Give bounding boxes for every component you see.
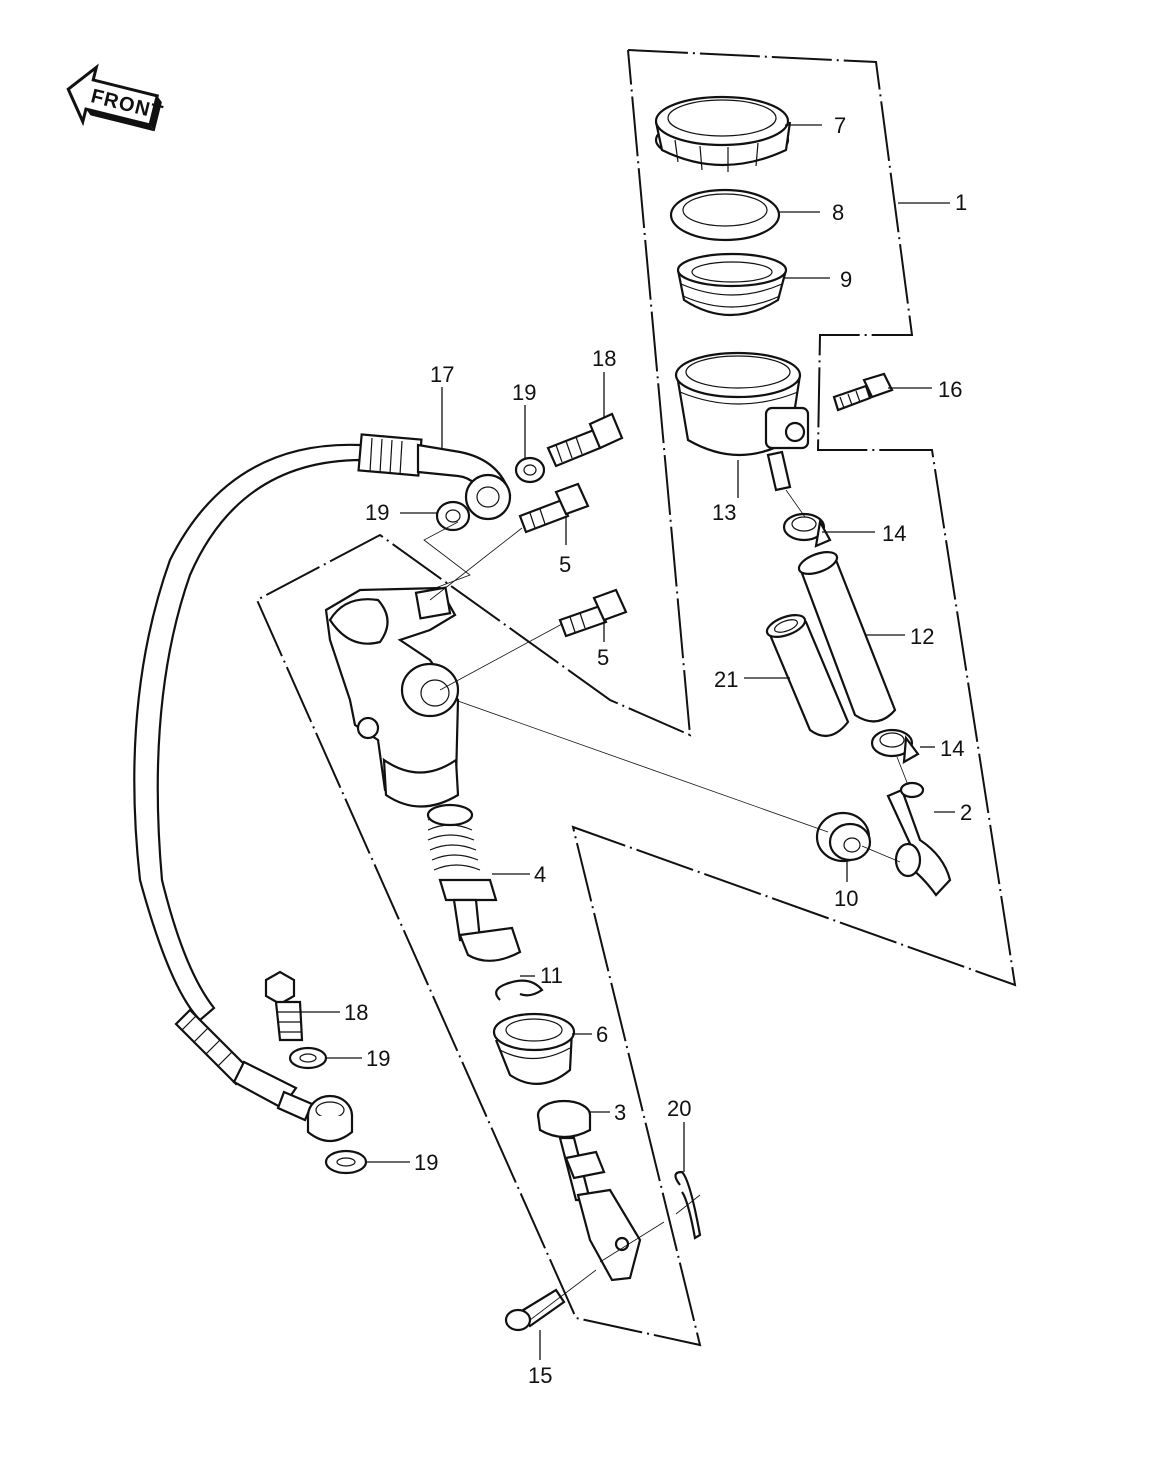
hose-clamp-lower [870, 728, 920, 764]
reservoir-bolt [832, 372, 894, 412]
callout-5a: 5 [559, 552, 571, 577]
reservoir [674, 351, 810, 492]
callout-19c: 19 [366, 1046, 390, 1071]
callout-13: 13 [712, 500, 736, 525]
callout-10: 10 [834, 886, 858, 911]
callout-15: 15 [528, 1363, 552, 1388]
washer-d [324, 1149, 368, 1175]
assembly-outline-upper [255, 49, 1017, 1347]
callout-19b: 19 [365, 500, 389, 525]
callout-12: 12 [910, 624, 934, 649]
alternate-hose [765, 614, 850, 738]
callout-5b: 5 [597, 645, 609, 670]
mounting-bolt-upper [518, 482, 590, 534]
push-rod [536, 1099, 642, 1282]
washer-b [435, 500, 471, 532]
reservoir-cap [654, 95, 792, 172]
washer-c [288, 1046, 328, 1070]
callout-11: 11 [540, 963, 563, 988]
master-cylinder-body [324, 586, 460, 808]
callout-4: 4 [534, 862, 546, 887]
callout-20: 20 [667, 1096, 691, 1121]
hose-fitting [886, 781, 952, 897]
callout-16: 16 [938, 377, 962, 402]
callout-9: 9 [840, 267, 852, 292]
callout-6: 6 [596, 1022, 608, 1047]
washer-a [514, 456, 546, 484]
hose-clamp-upper [782, 512, 832, 548]
callout-19a: 19 [512, 380, 536, 405]
callout-7: 7 [834, 113, 846, 138]
diaphragm-plate [669, 188, 781, 242]
callout-21: 21 [714, 667, 738, 692]
leader-lines [300, 124, 955, 1360]
callout-14b: 14 [940, 736, 964, 761]
callout-14a: 14 [882, 521, 906, 546]
dust-boot [492, 1012, 576, 1085]
mounting-bolt-lower [558, 588, 628, 638]
piston-assembly [426, 803, 522, 962]
circlip [495, 979, 544, 1001]
front-arrow-icon: FRONT [66, 63, 166, 132]
callout-labels: 7 8 9 1 16 13 14 12 21 14 2 10 4 11 6 3 … [344, 113, 972, 1388]
banjo-bolt-upper [546, 412, 624, 468]
callout-1: 1 [955, 190, 967, 215]
callout-19d: 19 [414, 1150, 438, 1175]
brake-hose [133, 433, 512, 1143]
callout-18a: 18 [592, 346, 616, 371]
callout-8: 8 [832, 200, 844, 225]
grommet [815, 811, 872, 863]
banjo-bolt-lower [264, 970, 304, 1042]
clevis-pin [504, 1288, 566, 1332]
callout-18b: 18 [344, 1000, 368, 1025]
callout-2: 2 [960, 800, 972, 825]
callout-17: 17 [430, 362, 454, 387]
reservoir-hose [797, 551, 897, 723]
diaphragm [676, 252, 788, 316]
cotter-pin [674, 1170, 702, 1240]
callout-3: 3 [614, 1100, 626, 1125]
assembly-lines [423, 489, 909, 1321]
